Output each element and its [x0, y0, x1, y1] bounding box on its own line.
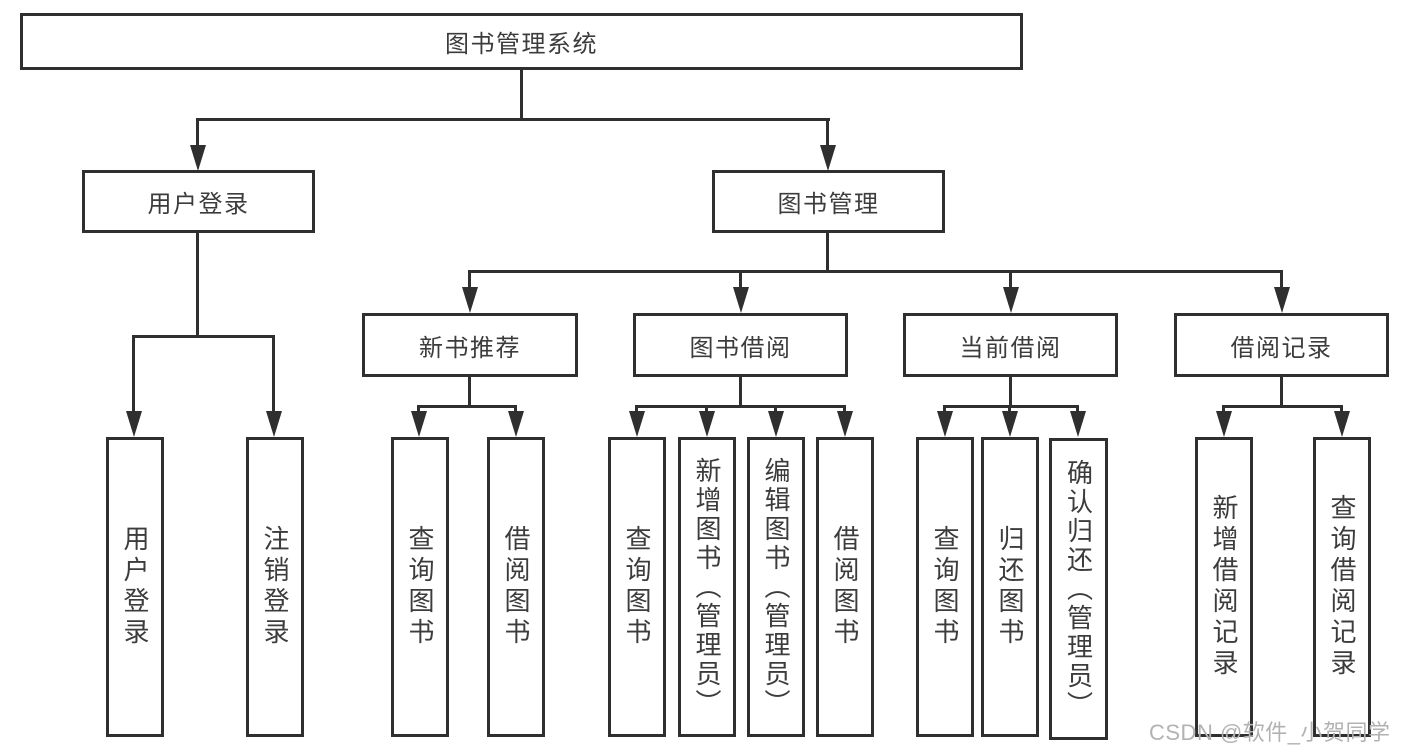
arrow-down-icon: [699, 411, 715, 437]
connector-stem: [468, 375, 471, 407]
connector-drop: [1280, 270, 1283, 289]
leaf-label: 借阅图书: [501, 525, 531, 649]
leaf-borrow-books-1: 借阅图书: [487, 437, 545, 737]
connector-drop: [1222, 405, 1225, 414]
leaf-label: 注销登录: [260, 525, 290, 649]
connector-drop: [1009, 270, 1012, 289]
connector-root-hline: [196, 118, 830, 121]
arrow-down-icon: [1002, 411, 1018, 437]
leaf-label: 用户登录: [120, 525, 150, 649]
node-label: 用户登录: [147, 191, 250, 218]
connector-root-stem: [520, 64, 523, 121]
arrow-down-icon: [629, 411, 645, 437]
connector-hline: [943, 405, 1079, 408]
connector-stem: [739, 375, 742, 407]
leaf-logout: 注销登录: [246, 437, 304, 737]
arrow-down-icon: [1003, 287, 1019, 313]
arrow-down-icon: [190, 145, 206, 171]
connector-drop-book-mgmt: [826, 118, 829, 148]
node-new-book-recommend: 新书推荐: [362, 313, 578, 377]
leaf-label: 新增借阅记录: [1209, 494, 1239, 680]
connector-drop: [132, 335, 135, 413]
leaf-label: 查询图书: [930, 525, 960, 649]
connector-drop: [774, 405, 777, 414]
leaf-user-login: 用户登录: [106, 437, 164, 737]
arrow-down-icon: [1274, 287, 1290, 313]
node-label: 图书管理: [777, 191, 880, 218]
leaf-label: 归还图书: [995, 525, 1025, 649]
connector-drop: [272, 335, 275, 413]
arrow-down-icon: [820, 145, 836, 171]
connector-drop: [514, 405, 517, 414]
arrow-down-icon: [126, 411, 142, 437]
arrow-down-icon: [733, 287, 749, 313]
leaf-label: 查询图书: [405, 525, 435, 649]
node-borrow-records: 借阅记录: [1174, 313, 1389, 377]
arrow-down-icon: [1334, 411, 1350, 437]
node-book-borrow: 图书借阅: [633, 313, 848, 377]
arrow-down-icon: [837, 411, 853, 437]
leaf-add-borrow-record: 新增借阅记录: [1195, 437, 1253, 737]
connector-drop: [943, 405, 946, 414]
leaf-query-books-1: 查询图书: [391, 437, 449, 737]
connector-userlogin-hline: [132, 335, 275, 338]
leaf-borrow-books-2: 借阅图书: [816, 437, 874, 737]
connector-bookmgmt-hline: [468, 270, 1283, 273]
arrow-down-icon: [266, 411, 282, 437]
arrow-down-icon: [411, 411, 427, 437]
node-label: 当前借阅: [959, 334, 1062, 362]
connector-stem: [1009, 375, 1012, 407]
connector-drop: [417, 405, 420, 414]
leaf-confirm-return-admin: 确认归还（管理员）: [1049, 438, 1108, 740]
leaf-label: 借阅图书: [830, 525, 860, 649]
node-root-label: 图书管理系统: [445, 31, 598, 58]
arrow-down-icon: [1216, 411, 1232, 437]
node-current-borrow: 当前借阅: [903, 313, 1118, 377]
connector-drop: [843, 405, 846, 414]
leaf-label: 查询借阅记录: [1327, 494, 1357, 680]
arrow-down-icon: [1070, 411, 1086, 437]
watermark: CSDN @软件_小贺同学: [1149, 720, 1391, 745]
connector-drop: [468, 270, 471, 289]
node-label: 新书推荐: [419, 334, 521, 362]
node-book-management: 图书管理: [712, 170, 945, 233]
connector-drop: [739, 270, 742, 289]
connector-hline: [417, 405, 517, 408]
connector-drop: [635, 405, 638, 414]
arrow-down-icon: [508, 411, 524, 437]
connector-drop: [1340, 405, 1343, 414]
leaf-query-borrow-record: 查询借阅记录: [1313, 437, 1371, 737]
connector-userlogin-stem: [196, 231, 199, 338]
node-user-login: 用户登录: [82, 170, 315, 233]
arrow-down-icon: [768, 411, 784, 437]
leaf-label: 新增图书（管理员）: [692, 456, 722, 718]
leaf-label: 查询图书: [622, 525, 652, 649]
leaf-label: 确认归还（管理员）: [1063, 458, 1094, 720]
connector-bookmgmt-stem: [826, 231, 829, 273]
arrow-down-icon: [462, 287, 478, 313]
leaf-query-books-2: 查询图书: [608, 437, 666, 737]
connector-stem: [1280, 375, 1283, 407]
connector-hline: [1222, 405, 1343, 408]
leaf-label: 编辑图书（管理员）: [761, 456, 791, 718]
leaf-add-books-admin: 新增图书（管理员）: [678, 437, 736, 737]
connector-drop: [705, 405, 708, 414]
connector-drop-user-login: [196, 118, 199, 148]
node-root: 图书管理系统: [20, 13, 1023, 70]
node-label: 借阅记录: [1230, 334, 1333, 362]
connector-drop: [1008, 405, 1011, 414]
leaf-query-books-3: 查询图书: [916, 437, 974, 737]
connector-drop: [1076, 405, 1079, 414]
leaf-edit-books-admin: 编辑图书（管理员）: [747, 437, 805, 737]
connector-hline: [635, 405, 846, 408]
arrow-down-icon: [937, 411, 953, 437]
node-label: 图书借阅: [689, 334, 792, 362]
leaf-return-books: 归还图书: [981, 437, 1039, 737]
